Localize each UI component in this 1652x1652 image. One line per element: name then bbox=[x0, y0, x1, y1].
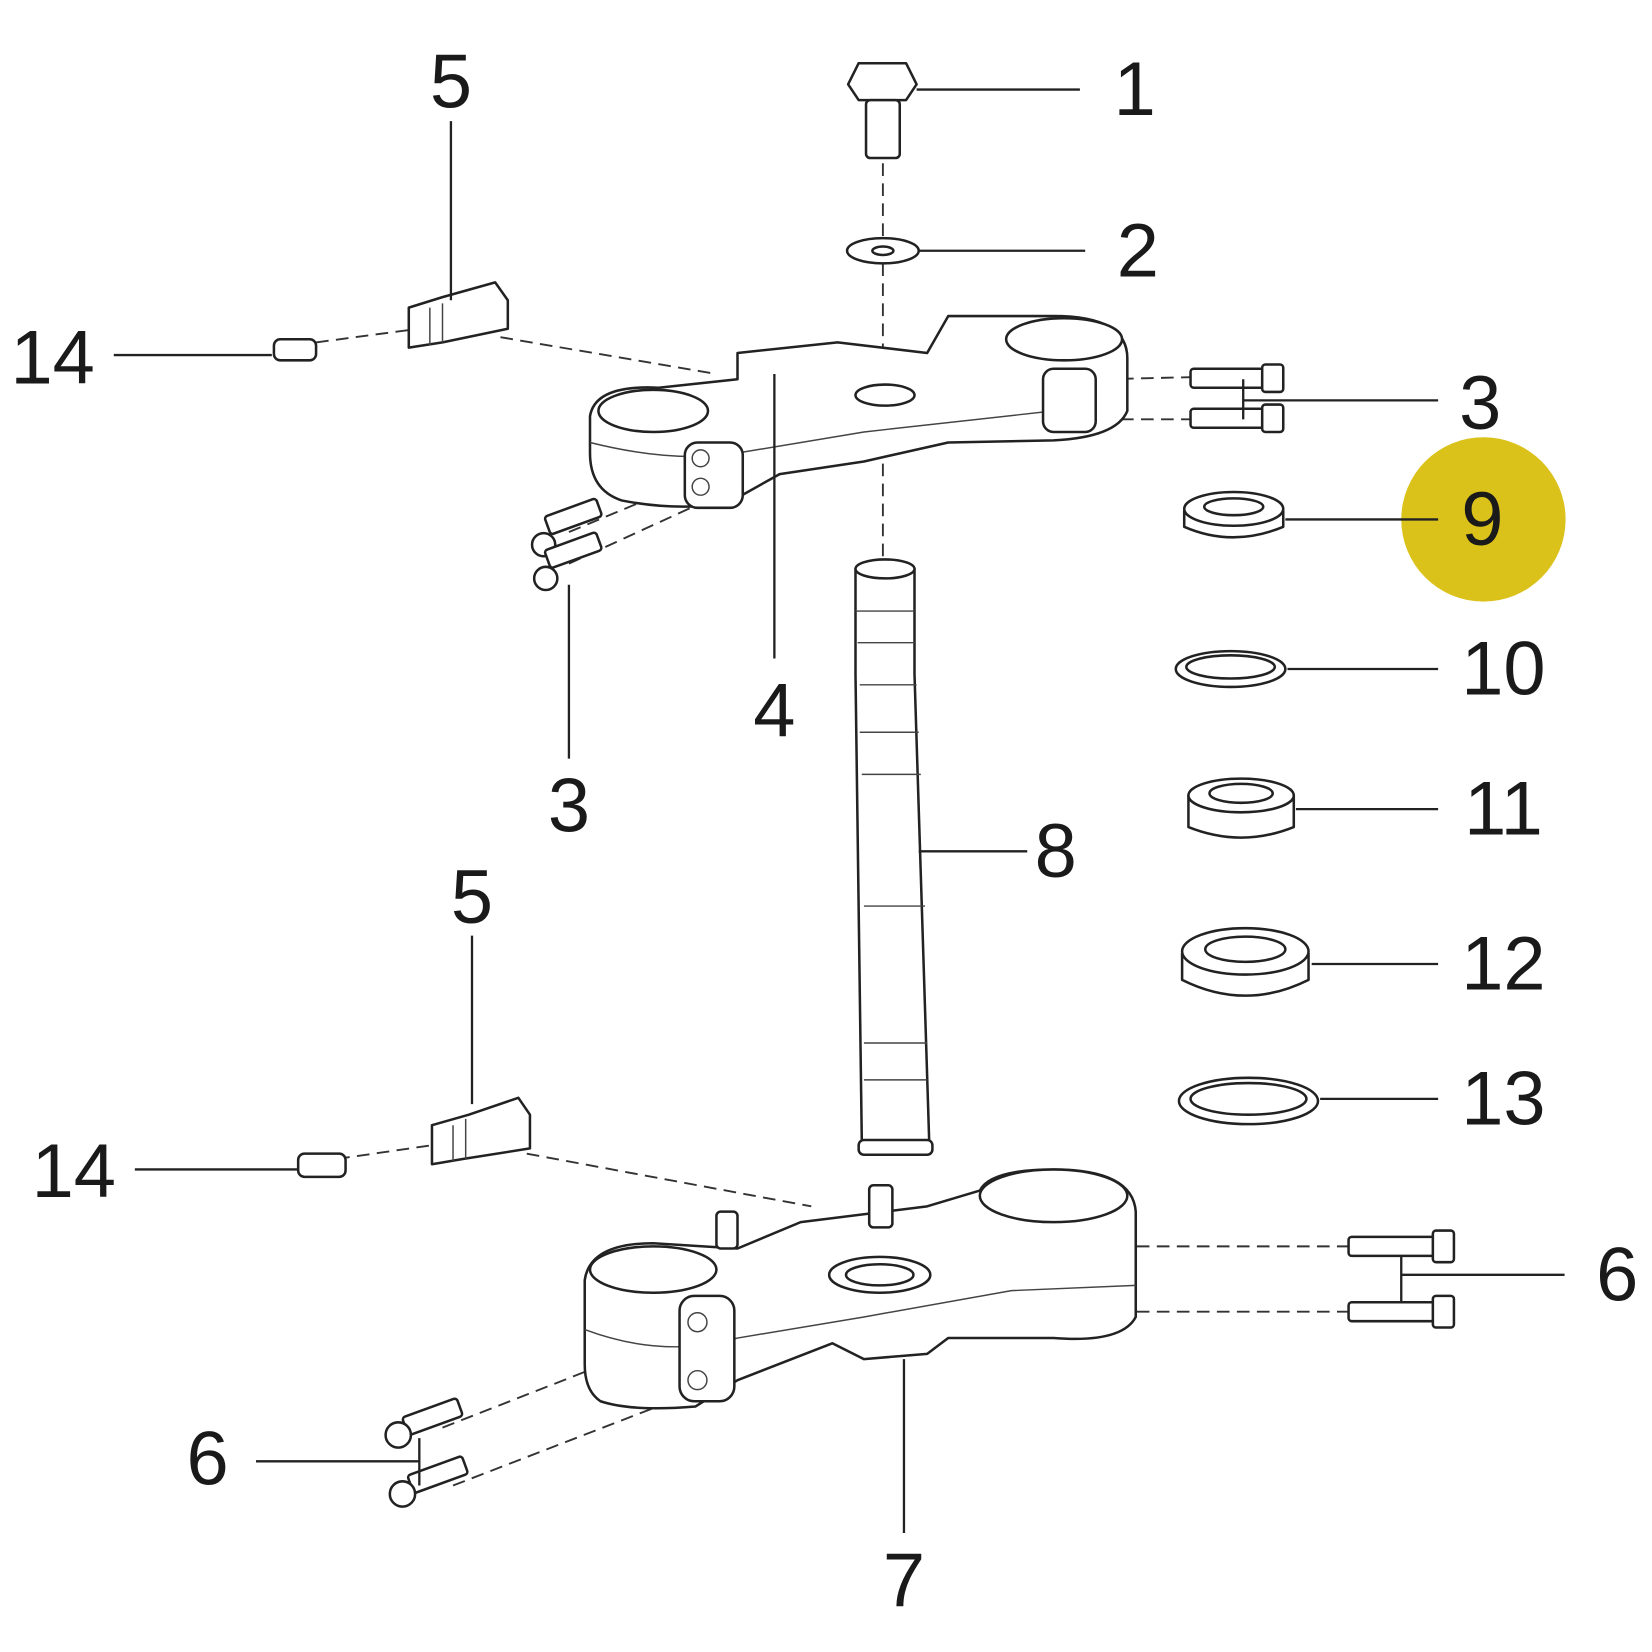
guide-line bbox=[315, 328, 412, 344]
part-5-upper-bracket[interactable] bbox=[407, 281, 510, 349]
part-6-left-bolts[interactable] bbox=[384, 1397, 469, 1508]
part-13-seal[interactable] bbox=[1177, 1076, 1320, 1126]
part-5-lower-bracket[interactable] bbox=[430, 1096, 532, 1166]
part-8-steering-stem[interactable] bbox=[854, 558, 934, 1156]
callout-14-lower[interactable]: 14 bbox=[32, 1129, 116, 1214]
callout-1[interactable]: 1 bbox=[1114, 47, 1156, 132]
guide-line bbox=[500, 336, 717, 375]
callout-9[interactable]: 9 bbox=[1461, 477, 1503, 562]
guide-line bbox=[337, 1144, 433, 1160]
part-14-upper-screw[interactable] bbox=[272, 337, 318, 362]
part-3-left-bolts[interactable] bbox=[530, 497, 603, 592]
callout-13[interactable]: 13 bbox=[1461, 1056, 1545, 1141]
callout-4[interactable]: 4 bbox=[753, 669, 795, 754]
callout-3-right[interactable]: 3 bbox=[1459, 361, 1501, 446]
guide-line bbox=[442, 1331, 686, 1429]
callout-6-right[interactable]: 6 bbox=[1596, 1232, 1638, 1317]
leader-lines bbox=[113, 88, 1565, 1533]
part-4-upper-triple-clamp[interactable] bbox=[588, 314, 1129, 510]
callout-7[interactable]: 7 bbox=[883, 1538, 925, 1623]
callout-12[interactable]: 12 bbox=[1461, 922, 1545, 1007]
part-7-lower-triple-clamp[interactable] bbox=[583, 1168, 1138, 1410]
callout-2[interactable]: 2 bbox=[1117, 208, 1159, 293]
callout-3-left[interactable]: 3 bbox=[548, 763, 590, 848]
callout-5-lower[interactable]: 5 bbox=[451, 855, 493, 940]
part-2-washer[interactable] bbox=[845, 236, 920, 265]
callout-8[interactable]: 8 bbox=[1035, 809, 1077, 894]
callout-5-upper[interactable]: 5 bbox=[430, 40, 472, 125]
part-10-seal[interactable] bbox=[1174, 649, 1287, 689]
part-1-bolt[interactable] bbox=[846, 61, 918, 160]
callout-14-upper[interactable]: 14 bbox=[10, 316, 94, 401]
highlight-circle-9 bbox=[1401, 437, 1566, 602]
guide-line bbox=[452, 1395, 686, 1487]
callout-10[interactable]: 10 bbox=[1461, 627, 1545, 712]
part-11-bearing[interactable] bbox=[1187, 777, 1296, 839]
part-14-lower-screw[interactable] bbox=[296, 1152, 347, 1179]
part-3-right-bolts[interactable] bbox=[1189, 363, 1285, 434]
guide-line bbox=[526, 1152, 812, 1208]
part-6-right-bolts[interactable] bbox=[1347, 1229, 1456, 1329]
callout-6-left[interactable]: 6 bbox=[186, 1417, 228, 1502]
part-12-bearing[interactable] bbox=[1180, 926, 1310, 997]
callout-11[interactable]: 11 bbox=[1464, 767, 1543, 852]
guide-line bbox=[568, 478, 696, 533]
part-9-nut[interactable] bbox=[1182, 490, 1285, 539]
guide-line bbox=[1100, 376, 1191, 381]
